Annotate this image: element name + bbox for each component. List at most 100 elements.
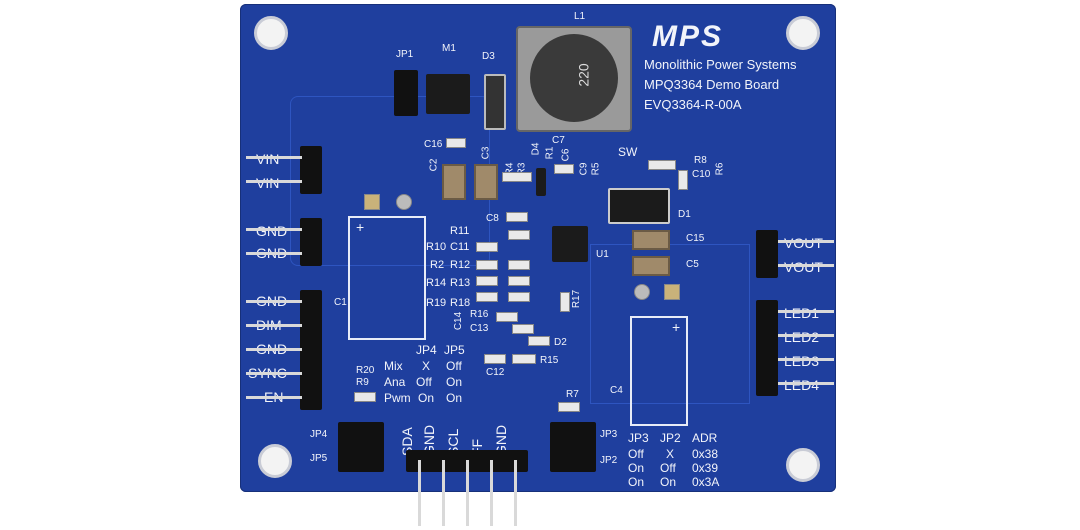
mode-table-cell: On <box>446 391 463 405</box>
mode-table-cell: Pwm <box>384 391 411 405</box>
ref-C16: C16 <box>424 139 443 150</box>
ref-R18: R18 <box>450 297 471 309</box>
ref-R5: R5 <box>590 162 602 176</box>
ref-R19: R19 <box>426 297 447 309</box>
smd-c13 <box>512 324 534 334</box>
ref-C11: C11 <box>450 241 470 253</box>
header-vout[interactable] <box>756 230 778 278</box>
header-gnd[interactable] <box>300 218 322 266</box>
ref-M1: M1 <box>442 43 456 54</box>
header-vin[interactable] <box>300 146 322 194</box>
inductor-marking: 220 <box>575 63 592 87</box>
pin <box>778 310 834 313</box>
smd-row <box>476 242 498 252</box>
cap-c2 <box>442 164 466 200</box>
ref-C13: C13 <box>470 323 489 334</box>
jumper-jp3-jp2[interactable] <box>550 422 596 472</box>
ref-C3: C3 <box>480 146 492 160</box>
ref-C12: C12 <box>486 367 505 378</box>
pin <box>778 264 834 267</box>
ref-JP1: JP1 <box>396 49 414 60</box>
pin <box>778 240 834 243</box>
mode-table-header-jp5: JP5 <box>444 343 465 357</box>
ref-D1: D1 <box>678 209 691 220</box>
header-led[interactable] <box>756 300 778 396</box>
mounting-hole-top-left <box>254 16 288 50</box>
test-pad <box>396 194 412 210</box>
pin <box>246 156 302 159</box>
addr-table-cell: On <box>628 475 645 489</box>
part-number: EVQ3364-R-00A <box>644 97 742 112</box>
smd-row <box>508 230 530 240</box>
board-name: MPQ3364 Demo Board <box>644 77 780 92</box>
smd-cluster <box>502 172 532 182</box>
jumper-jp1[interactable] <box>394 70 418 116</box>
company-name: Monolithic Power Systems <box>644 57 797 72</box>
ref-C5: C5 <box>686 259 699 270</box>
ref-R17: R17 <box>571 289 583 309</box>
left-pin-label: VIN <box>256 151 280 167</box>
ref-R16: R16 <box>470 309 489 320</box>
ref-C7: C7 <box>552 135 565 146</box>
ref-C14: C14 <box>453 311 465 331</box>
ref-R14: R14 <box>426 277 447 289</box>
inductor-l1: 220 <box>516 26 632 132</box>
pin <box>246 180 302 183</box>
addr-table-cell: On <box>660 475 677 489</box>
res-r7 <box>558 402 580 412</box>
ref-C2: C2 <box>428 158 440 172</box>
ref-C1: C1 <box>334 297 347 308</box>
addr-table-header: ADR <box>692 431 718 445</box>
pin <box>442 460 445 526</box>
pin <box>246 252 302 255</box>
ref-SW: SW <box>618 145 638 159</box>
mounting-hole-top-right <box>786 16 820 50</box>
mode-table-cell: On <box>418 391 435 405</box>
ref-C8: C8 <box>486 213 499 224</box>
ref-R11: R11 <box>450 225 470 237</box>
smd-r16 <box>496 312 518 322</box>
pin <box>246 228 302 231</box>
mounting-hole-bottom-left <box>258 444 292 478</box>
ref-R8: R8 <box>694 155 707 166</box>
right-pin-label: LED3 <box>784 353 820 369</box>
ref-R10: R10 <box>426 241 447 253</box>
cap-c16 <box>446 138 466 148</box>
pin <box>778 382 834 385</box>
mps-logo: MPS <box>652 20 724 53</box>
jumper-jp4-jp5[interactable] <box>338 422 384 472</box>
cap-c4-outline <box>630 316 688 426</box>
ref-D4: D4 <box>530 142 542 156</box>
pin <box>418 460 421 526</box>
pin <box>514 460 517 526</box>
pin <box>246 324 302 327</box>
mode-table-cell: Off <box>416 375 432 389</box>
res-r17 <box>560 292 570 312</box>
right-pin-label: LED4 <box>784 377 820 393</box>
mode-table-cell: X <box>422 359 431 373</box>
test-pad <box>664 284 680 300</box>
pin <box>466 460 469 526</box>
addr-table-cell: Off <box>660 461 676 475</box>
smd-row <box>508 276 530 286</box>
header-control[interactable] <box>300 290 322 410</box>
ic-u1 <box>552 226 588 262</box>
addr-table-cell: On <box>628 461 645 475</box>
mode-table-cell: Off <box>446 359 462 373</box>
right-pin-label: VOUT <box>784 235 823 251</box>
ref-C10: C10 <box>692 169 711 180</box>
ref-JP5: JP5 <box>310 453 328 464</box>
pin <box>246 396 302 399</box>
cap-c12 <box>484 354 506 364</box>
res-r20-r9 <box>354 392 376 402</box>
mosfet-m1 <box>426 74 470 114</box>
right-pin-label: VOUT <box>784 259 823 275</box>
ref-JP4: JP4 <box>310 429 328 440</box>
cap-c4-plus: + <box>672 319 681 335</box>
right-pin-label: LED1 <box>784 305 820 321</box>
cap-c5 <box>632 256 670 276</box>
diode-d3 <box>484 74 506 130</box>
right-pin-label: LED2 <box>784 329 820 345</box>
smd-c10 <box>678 170 688 190</box>
mode-table-cell: On <box>446 375 463 389</box>
